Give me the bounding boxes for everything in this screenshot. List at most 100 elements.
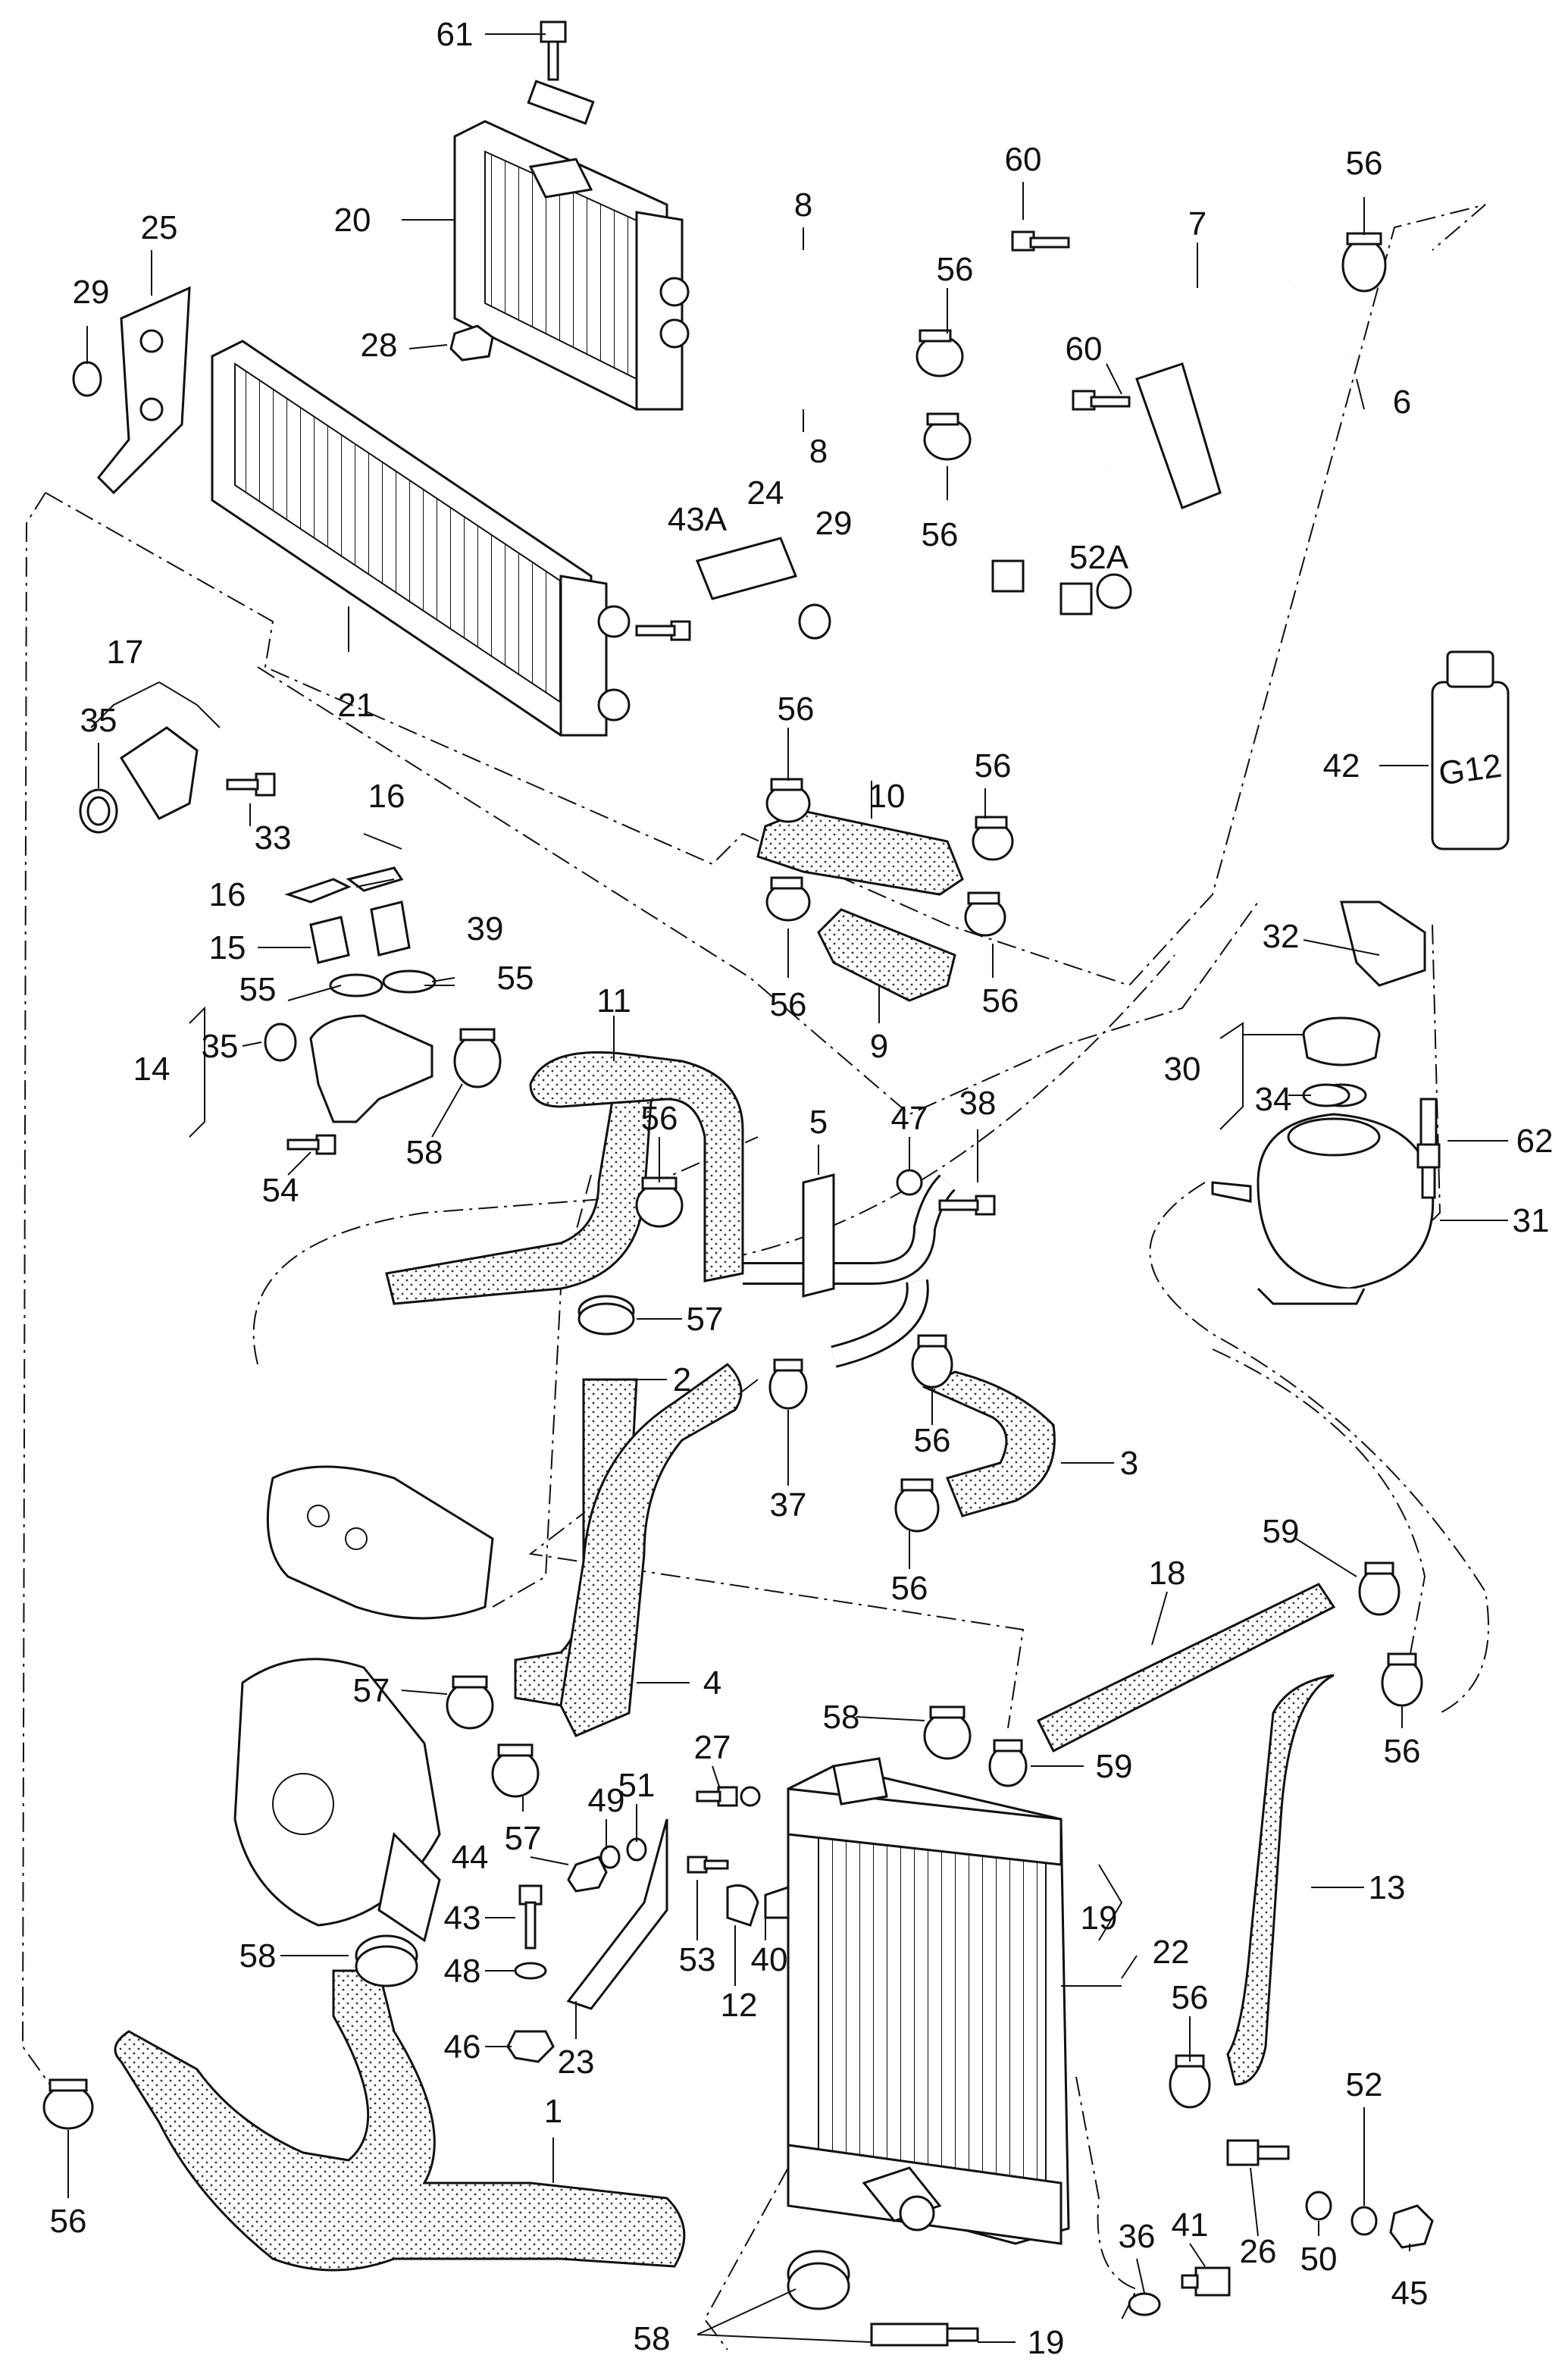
callout-22: 22 <box>1153 1934 1190 1971</box>
bottle-label: G12 <box>1436 747 1504 793</box>
callout-46: 46 <box>444 2028 481 2066</box>
callout-27: 27 <box>694 1729 731 1766</box>
callout-32: 32 <box>1263 918 1300 955</box>
callout-14: 14 <box>133 1051 171 1088</box>
callout-2: 2 <box>673 1361 691 1398</box>
callout-56: 56 <box>1172 1979 1209 2016</box>
callout-60: 60 <box>1005 141 1042 178</box>
callout-43: 43 <box>444 1900 481 1937</box>
callout-59: 59 <box>1096 1748 1133 1785</box>
callout-labels: 61 20 8 8 60 60 7 56 25 29 28 56 6 56 43… <box>50 16 1554 2361</box>
callout-54: 54 <box>262 1172 299 1209</box>
callout-34: 34 <box>1255 1081 1292 1118</box>
main-radiator <box>211 340 631 737</box>
callout-48: 48 <box>444 1953 481 1990</box>
callout-53: 53 <box>679 1941 716 1978</box>
pipe-harness <box>991 256 1353 895</box>
callout-52: 52 <box>1346 2066 1383 2103</box>
callout-38: 38 <box>959 1085 997 1122</box>
callout-56: 56 <box>982 982 1019 1019</box>
hose-clips <box>42 232 1423 2310</box>
callout-28: 28 <box>361 327 398 364</box>
bracket-plate <box>96 286 191 495</box>
callout-18: 18 <box>1149 1555 1186 1592</box>
callout-56: 56 <box>641 1100 678 1137</box>
callout-15: 15 <box>209 929 246 966</box>
callout-49: 49 <box>588 1782 625 1819</box>
callout-56: 56 <box>914 1422 951 1459</box>
callout-23: 23 <box>558 2044 595 2081</box>
callout-59: 59 <box>1263 1513 1300 1550</box>
callout-29: 29 <box>73 274 110 311</box>
callout-6: 6 <box>1393 384 1411 421</box>
callout-29: 29 <box>815 505 853 542</box>
front-radiator <box>787 1757 1070 2245</box>
callout-58: 58 <box>823 1699 860 1736</box>
callout-41: 41 <box>1172 2206 1209 2244</box>
callout-7: 7 <box>1188 205 1207 243</box>
callout-61: 61 <box>437 16 474 53</box>
callout-50: 50 <box>1300 2241 1338 2278</box>
callout-56: 56 <box>770 986 807 1023</box>
leader-lines <box>67 33 1508 2343</box>
callout-57: 57 <box>687 1301 724 1338</box>
callout-56: 56 <box>50 2203 87 2240</box>
callout-12: 12 <box>721 1987 758 2024</box>
callout-19: 19 <box>1028 2324 1065 2361</box>
callout-55: 55 <box>497 960 534 997</box>
callout-51: 51 <box>618 1767 656 1804</box>
callout-58: 58 <box>634 2320 671 2357</box>
filler-cap <box>1302 1016 1381 1107</box>
callout-56: 56 <box>1384 1733 1421 1770</box>
callout-16: 16 <box>209 876 246 913</box>
callout-20: 20 <box>334 202 371 239</box>
coolant-bottle: G12 <box>1431 650 1510 850</box>
callout-8: 8 <box>809 433 828 470</box>
callout-33: 33 <box>255 819 292 857</box>
callout-35: 35 <box>80 702 117 739</box>
fasteners <box>72 20 1441 2347</box>
callout-40: 40 <box>751 1941 788 1978</box>
callout-9: 9 <box>870 1028 888 1065</box>
callout-4: 4 <box>703 1665 721 1702</box>
callout-31: 31 <box>1513 1202 1550 1239</box>
callout-45: 45 <box>1391 2275 1429 2312</box>
callout-56: 56 <box>778 691 815 728</box>
callout-11: 11 <box>596 982 631 1019</box>
coolant-pump-housing <box>233 1465 494 1943</box>
callout-17: 17 <box>107 634 144 671</box>
callout-56: 56 <box>891 1570 928 1607</box>
callout-43A: 43A <box>668 501 728 538</box>
callout-56: 56 <box>975 747 1012 785</box>
callout-8: 8 <box>794 186 812 224</box>
callout-36: 36 <box>1119 2218 1156 2255</box>
coolant-pipe <box>743 1173 956 1368</box>
callout-56: 56 <box>1346 145 1383 182</box>
callout-26: 26 <box>1240 2233 1277 2270</box>
callout-13: 13 <box>1369 1869 1406 1906</box>
callout-42: 42 <box>1323 747 1360 785</box>
callout-56: 56 <box>937 251 974 288</box>
callout-39: 39 <box>467 910 504 947</box>
callout-56: 56 <box>922 516 959 553</box>
callout-25: 25 <box>141 209 178 246</box>
callout-52A: 52A <box>1069 539 1129 576</box>
callout-62: 62 <box>1516 1123 1554 1160</box>
callout-19: 19 <box>1081 1900 1118 1937</box>
callout-16: 16 <box>368 778 405 815</box>
callout-1: 1 <box>544 2093 562 2130</box>
callout-47: 47 <box>891 1100 928 1137</box>
callout-55: 55 <box>239 971 277 1008</box>
callout-57: 57 <box>505 1820 542 1857</box>
callout-35: 35 <box>202 1028 239 1065</box>
callout-37: 37 <box>770 1486 807 1524</box>
callout-10: 10 <box>869 778 906 815</box>
callout-24: 24 <box>747 474 784 512</box>
callout-58: 58 <box>406 1134 443 1171</box>
callout-60: 60 <box>1066 330 1103 368</box>
callout-44: 44 <box>452 1839 489 1876</box>
auxiliary-cooler <box>453 120 690 411</box>
callout-5: 5 <box>809 1104 828 1141</box>
